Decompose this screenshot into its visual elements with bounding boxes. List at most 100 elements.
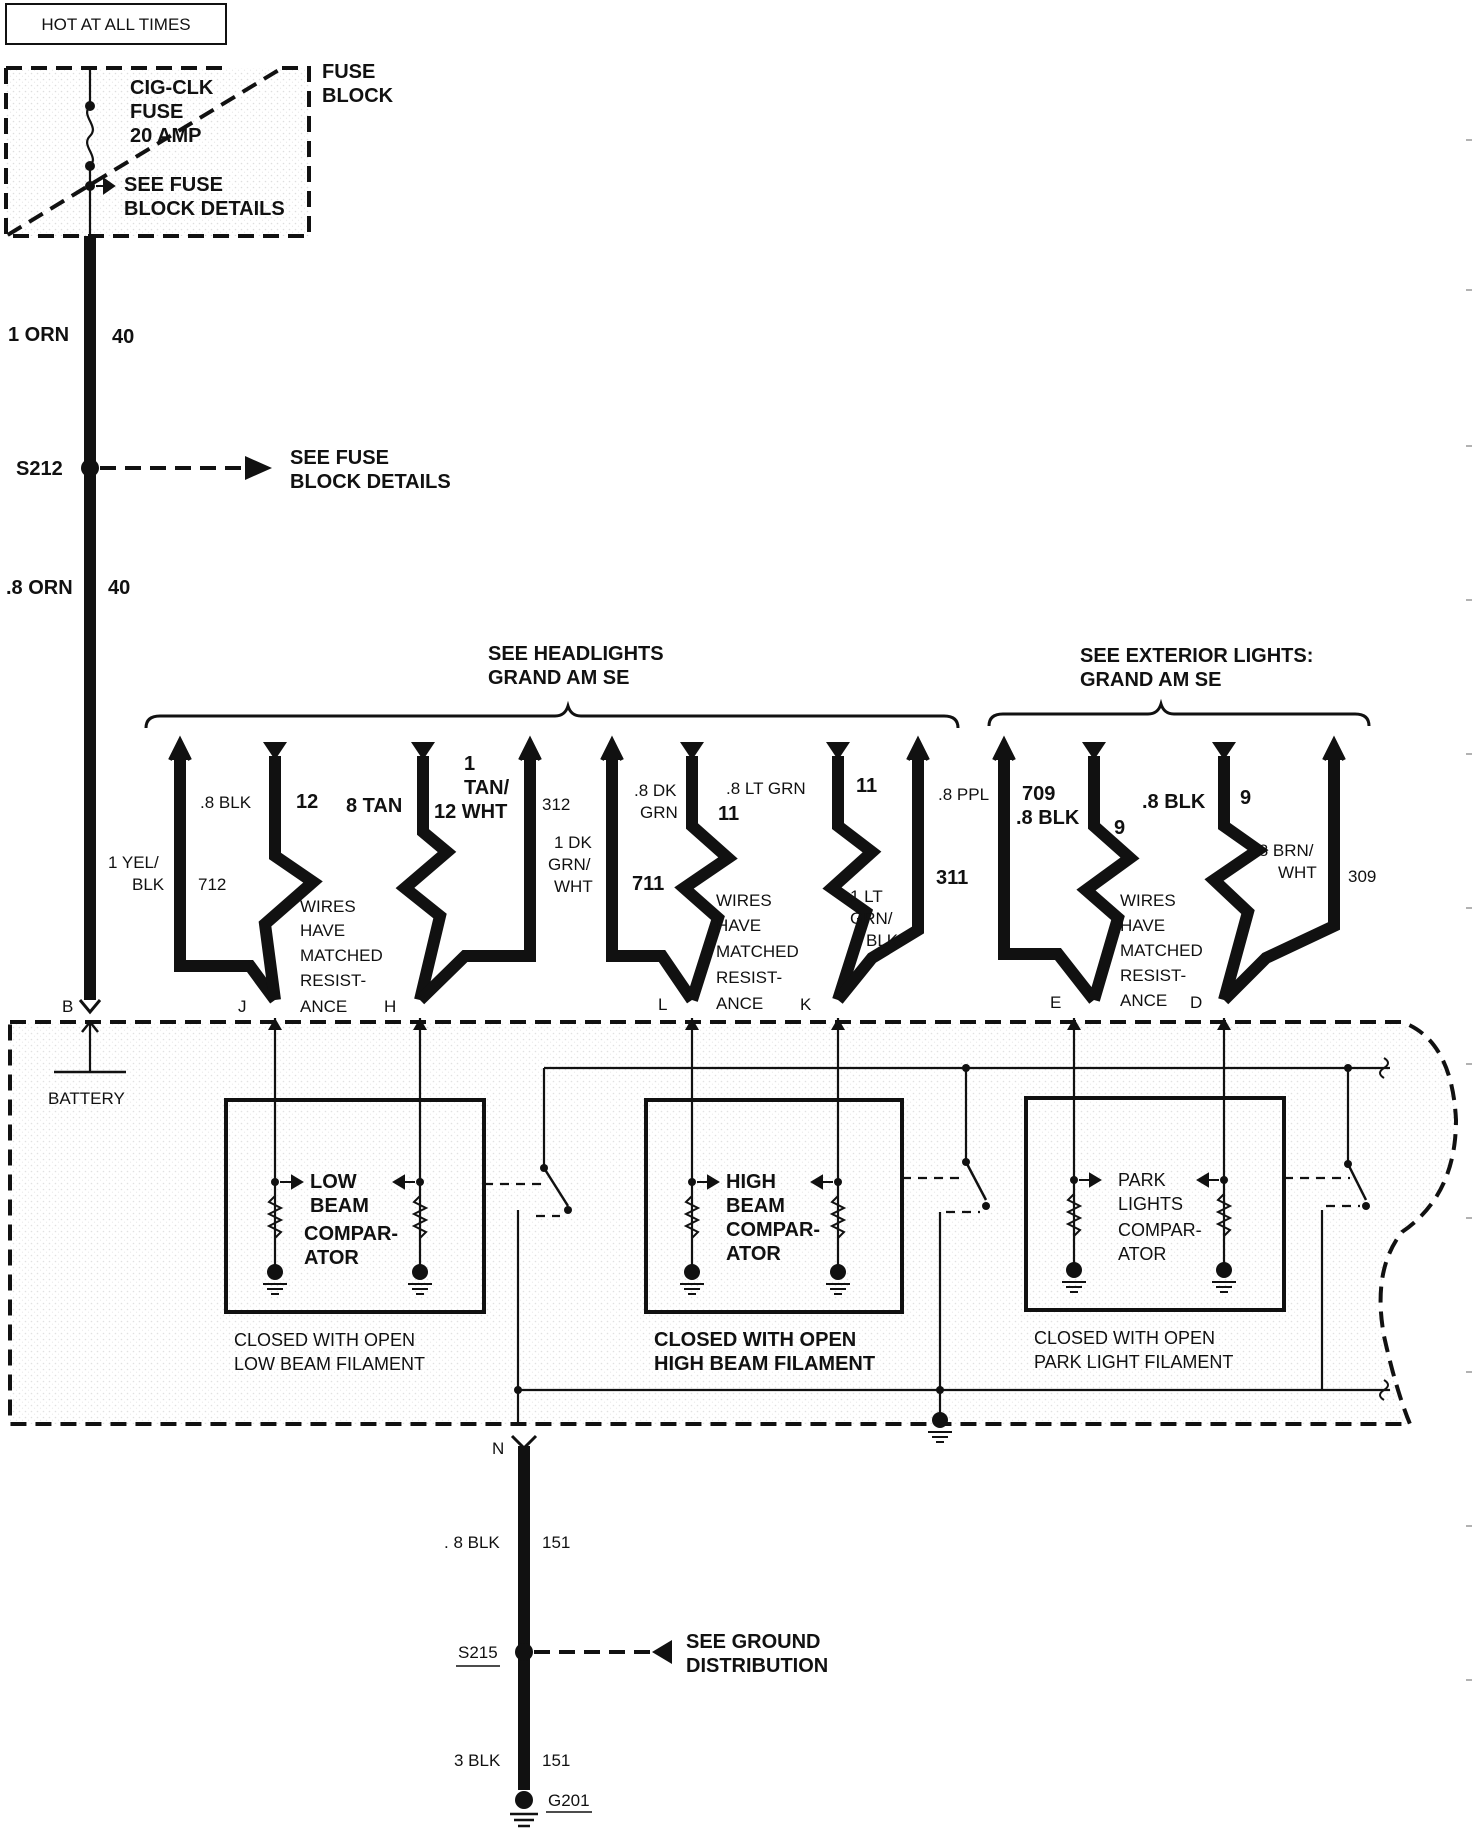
park-right-circuit: 309 (1348, 867, 1376, 886)
park-right-a: .8 BRN/ (1254, 841, 1314, 860)
ground-wire2-circuit: 151 (542, 1751, 570, 1770)
park-comparator-title-2: LIGHTS (1118, 1194, 1183, 1214)
low-beam-comparator-box (224, 1098, 486, 1314)
high-mid-b-circuit: 11 (856, 775, 877, 797)
pin-l: L (658, 995, 667, 1014)
low-comparator-title-2: BEAM (310, 1195, 369, 1217)
high-caption-2: HIGH BEAM FILAMENT (654, 1353, 875, 1375)
low-matched-note-1: WIRES (300, 897, 356, 916)
low-left-size: 1 YEL/ (108, 853, 159, 872)
pin-d: D (1190, 993, 1202, 1012)
high-mid-b: .8 LT GRN (726, 779, 806, 798)
margin-ticks (1466, 139, 1472, 1681)
hot-at-all-times-label: HOT AT ALL TIMES (5, 3, 227, 45)
high-right-c: BLK (866, 931, 899, 950)
battery-label: BATTERY (48, 1089, 125, 1108)
high-right-a: 1 LT (850, 887, 883, 906)
fuse-block: CIG-CLK FUSE 20 AMP SEE FUSE BLOCK DETAI… (0, 61, 394, 238)
s212-see-1: SEE FUSE (290, 447, 389, 469)
park-lights-comparator-box (1024, 1096, 1286, 1312)
park-matched-note-3: MATCHED (1120, 941, 1203, 960)
splice-s215-label: S215 (458, 1643, 498, 1662)
park-comparator-title-4: ATOR (1118, 1244, 1166, 1264)
high-comparator-title-3: COMPAR- (726, 1219, 820, 1241)
low-comparator-title-1: LOW (310, 1171, 357, 1193)
high-mid-a1: .8 DK (634, 781, 677, 800)
low-caption-1: CLOSED WITH OPEN (234, 1330, 415, 1350)
park-comparator-title-1: PARK (1118, 1170, 1166, 1190)
high-matched-note-3: MATCHED (716, 942, 799, 961)
high-mid-a-circuit: 11 (718, 803, 739, 825)
high-comparator-title-1: HIGH (726, 1171, 776, 1193)
high-comparator-title-2: BEAM (726, 1195, 785, 1217)
s215-see-2: DISTRIBUTION (686, 1655, 828, 1677)
park-mid-b: .8 BLK (1142, 791, 1206, 813)
low-beam-wires: 1 YEL/ BLK 712 .8 BLK 12 8 TAN 1 TAN/ 12… (108, 735, 570, 1016)
low-right-c: 12 WHT (434, 801, 507, 823)
fuse-name-line1: CIG-CLK (130, 77, 214, 99)
lamp-monitor-module: BATTERY LOW BEAM COMPAR- (8, 1018, 1459, 1443)
low-caption-2: LOW BEAM FILAMENT (234, 1354, 425, 1374)
high-right-b: GRN/ (850, 909, 893, 928)
park-comparator-title-3: COMPAR- (1118, 1220, 1202, 1240)
headlights-reference: SEE HEADLIGHTS GRAND AM SE (144, 643, 960, 729)
s215-see-1: SEE GROUND (686, 1631, 820, 1653)
high-mid-a2: GRN (640, 803, 678, 822)
fuse-rating: 20 AMP (130, 125, 202, 147)
low-matched-note-5: ANCE (300, 997, 347, 1016)
low-mid-b-label: 8 TAN (346, 795, 402, 817)
park-comparator-internals: PARK LIGHTS COMPAR- ATOR (1062, 1170, 1236, 1293)
park-caption-1: CLOSED WITH OPEN (1034, 1328, 1215, 1348)
pin-e: E (1050, 993, 1061, 1012)
park-right-b: WHT (1278, 863, 1317, 882)
fuse-see-details-1: SEE FUSE (124, 174, 223, 196)
high-caption-1: CLOSED WITH OPEN (654, 1329, 856, 1351)
low-mid-a-circuit: 12 (296, 791, 318, 813)
high-left-b: GRN/ (548, 855, 591, 874)
s212-see-2: BLOCK DETAILS (290, 471, 451, 493)
low-comparator-title-3: COMPAR- (304, 1223, 398, 1245)
low-left-color: BLK (132, 875, 165, 894)
park-mid-a-circuit: 9 (1114, 817, 1125, 839)
ground-wire1-label: . 8 BLK (444, 1533, 500, 1552)
feed-wire2-circuit: 40 (108, 577, 130, 599)
headlights-ref-2: GRAND AM SE (488, 667, 629, 689)
low-comparator-internals: LOW BEAM COMPAR- ATOR (263, 1171, 432, 1295)
low-matched-note-4: RESIST- (300, 971, 366, 990)
high-left-c: WHT (554, 877, 593, 896)
headlights-ref-1: SEE HEADLIGHTS (488, 643, 664, 665)
high-right-circuit: 311 (936, 867, 968, 889)
high-matched-note-5: ANCE (716, 994, 763, 1013)
high-comparator-internals: HIGH BEAM COMPAR- ATOR (680, 1171, 850, 1295)
pin-b: B (62, 997, 73, 1016)
high-matched-note-1: WIRES (716, 891, 772, 910)
high-beam-comparator-box (644, 1098, 904, 1314)
hot-label-text: HOT AT ALL TIMES (41, 15, 190, 34)
low-matched-note-3: MATCHED (300, 946, 383, 965)
exterior-lights-reference: SEE EXTERIOR LIGHTS: GRAND AM SE (987, 645, 1371, 727)
fuse-name-line2: FUSE (130, 101, 183, 123)
feed-wire1-circuit: 40 (112, 326, 134, 348)
pin-h: H (384, 997, 396, 1016)
fuse-block-label-1: FUSE (322, 61, 375, 83)
pin-k: K (800, 995, 812, 1014)
feed-wire: 1 ORN 40 S212 SEE FUSE BLOCK DETAILS .8 … (6, 236, 451, 1016)
pin-n: N (492, 1439, 504, 1458)
high-matched-note-4: RESIST- (716, 968, 782, 987)
low-mid-a-label: .8 BLK (200, 793, 252, 812)
low-right-a: 1 (464, 753, 475, 775)
park-caption-2: PARK LIGHT FILAMENT (1034, 1352, 1233, 1372)
low-right-b: TAN/ (464, 777, 510, 799)
high-left-circuit: 711 (632, 873, 664, 895)
fuse-block-label-2: BLOCK (322, 85, 394, 107)
park-matched-note-2: HAVE (1120, 916, 1165, 935)
splice-s215 (515, 1643, 533, 1661)
high-right-top: .8 PPL (938, 785, 989, 804)
splice-s212-label: S212 (16, 458, 63, 480)
fuse-see-details-2: BLOCK DETAILS (124, 198, 285, 220)
high-comparator-title-4: ATOR (726, 1243, 781, 1265)
park-mid-b-circuit: 9 (1240, 787, 1251, 809)
park-light-wires: 709 .8 BLK 9 .8 BLK 9 .8 BRN/ WHT 309 WI… (992, 735, 1376, 1012)
park-matched-note-5: ANCE (1120, 991, 1167, 1010)
